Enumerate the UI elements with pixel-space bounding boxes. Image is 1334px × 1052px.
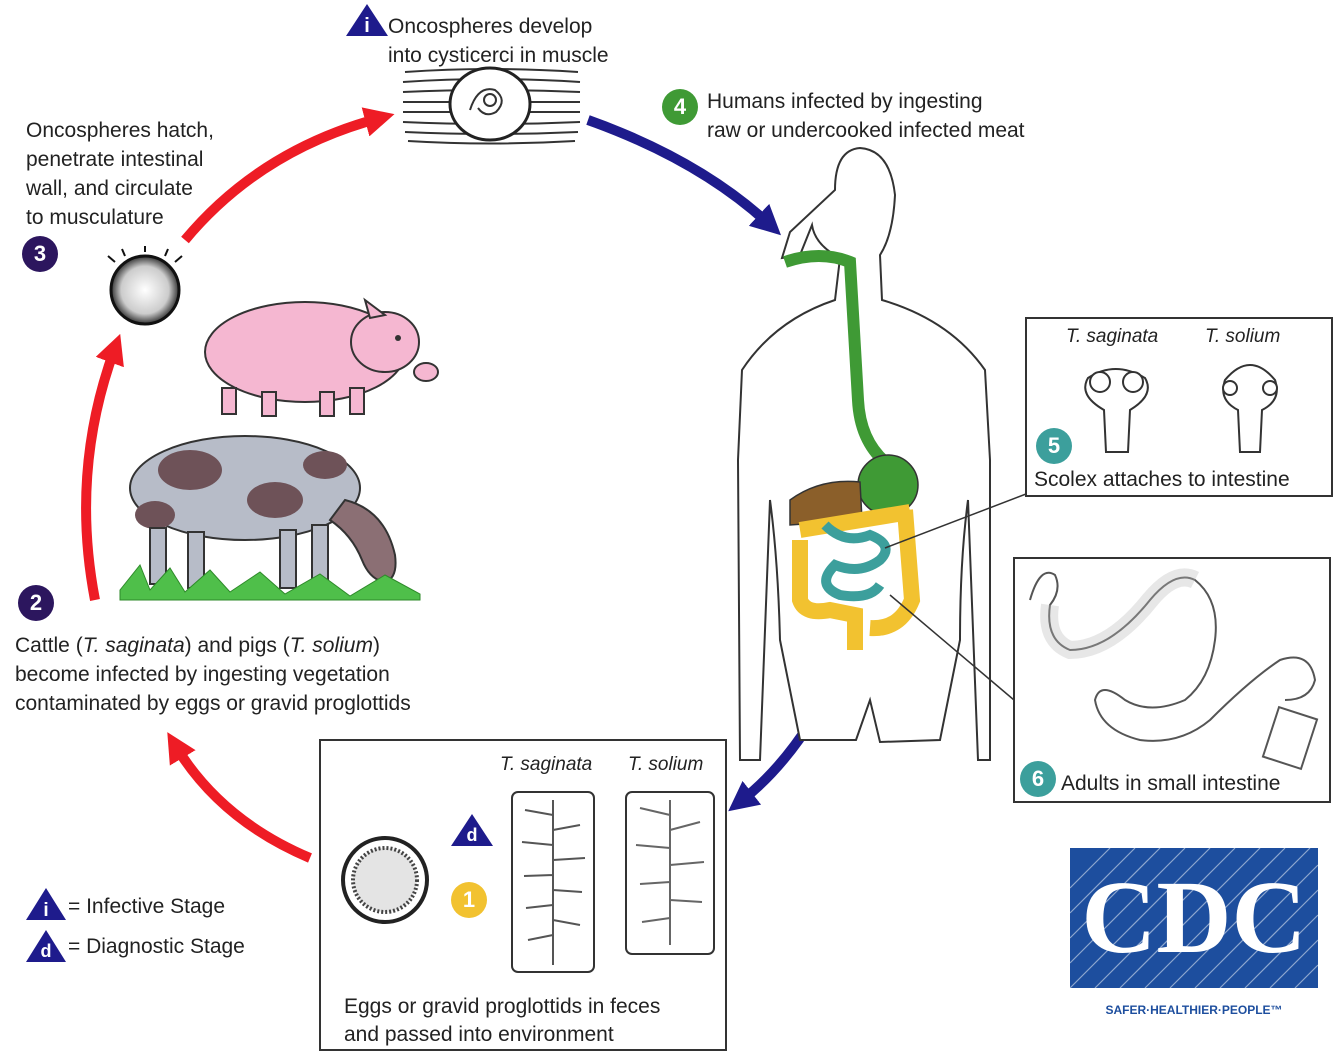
adults-box <box>1013 557 1331 803</box>
stage-4-text-line2: raw or undercooked infected meat <box>707 119 1025 142</box>
stage-3-text-line1: Oncospheres hatch, <box>26 119 214 142</box>
cow-illustration <box>119 435 421 601</box>
stage-6-caption: Adults in small intestine <box>1061 772 1281 795</box>
stage-2-text-line1: Cattle (T. saginata) and pigs (T. solium… <box>15 631 380 660</box>
stage-2-text-line2: become infected by ingesting vegetation <box>15 663 390 686</box>
adult-worm-illustration <box>1029 568 1319 771</box>
stage-2-line1-part-c: ) and pigs ( <box>184 634 290 657</box>
stage-2-species-solium: T. solium <box>289 634 373 657</box>
cdc-logo: CDC SAFER·HEALTHIER·PEOPLE™ <box>1069 847 1319 1017</box>
human-figure-illustration <box>736 146 991 761</box>
cysticercus-in-muscle-illustration <box>402 66 581 145</box>
stage-4-text-line1: Humans infected by ingesting <box>707 90 983 113</box>
stage-2-text-line3: contaminated by eggs or gravid proglotti… <box>15 692 411 715</box>
stage-2-species-saginata: T. saginata <box>82 634 185 657</box>
stage-1-label-solium: T. solium <box>628 754 704 775</box>
stage-2-line1-part-e: ) <box>372 634 380 657</box>
legend-infective-label: = Infective Stage <box>68 895 226 918</box>
stage-3-text-line2: penetrate intestinal <box>26 148 204 171</box>
stage-3-text-line3: wall, and circulate <box>26 177 193 200</box>
stage-5-caption: Scolex attaches to intestine <box>1034 468 1290 491</box>
proglottid-solium-illustration <box>625 791 715 955</box>
red-arrow-2-to-3 <box>81 333 124 601</box>
legend-diagnostic-triangle-letter: d <box>41 941 52 961</box>
cdc-logo-text: CDC <box>1081 860 1306 975</box>
proglottid-saginata-illustration <box>511 791 595 973</box>
stage-1-caption-line2: and passed into environment <box>344 1023 614 1046</box>
infective-stage-triangle <box>346 4 388 36</box>
stage-5-label-solium: T. solium <box>1205 326 1281 347</box>
stage-4-badge: 4 <box>662 89 698 125</box>
oncosphere-illustration <box>107 246 183 326</box>
stage-5-label-saginata: T. saginata <box>1066 326 1159 347</box>
top-stage-text-line2: into cysticerci in muscle <box>388 44 609 67</box>
pig-illustration <box>204 297 439 417</box>
red-arrow-3-to-top <box>181 107 395 244</box>
diagnostic-stage-triangle-s1-letter: d <box>467 825 478 845</box>
stage-3-badge: 3 <box>22 236 58 272</box>
stage-6-badge: 6 <box>1020 761 1056 797</box>
stage-1-caption-line1: Eggs or gravid proglottids in feces <box>344 995 661 1018</box>
top-stage-text-line1: Oncospheres develop <box>388 15 593 38</box>
cdc-tagline: SAFER·HEALTHIER·PEOPLE™ <box>1105 1003 1282 1017</box>
stage-2-line1-part-a: Cattle ( <box>15 634 83 657</box>
legend-diagnostic-triangle <box>26 930 66 962</box>
pointer-line-scolex <box>884 493 1027 549</box>
stage-5-badge: 5 <box>1036 428 1072 464</box>
pointer-line-adults <box>889 594 1015 701</box>
infective-stage-triangle-letter: i <box>364 15 370 37</box>
blue-arrow-top-to-4 <box>586 115 781 236</box>
legend-infective-triangle <box>26 888 66 920</box>
diagnostic-stage-triangle-s1 <box>451 814 493 846</box>
stage-1-badge: 1 <box>451 882 487 918</box>
stage-2-badge: 2 <box>18 585 54 621</box>
stage-1-label-saginata: T. saginata <box>500 754 593 775</box>
egg-illustration <box>341 836 429 924</box>
stage-3-text-line4: to musculature <box>26 206 164 229</box>
scolex-box <box>1025 317 1333 497</box>
scolex-solium-illustration <box>1222 364 1278 453</box>
scolex-saginata-illustration <box>1084 368 1149 453</box>
red-arrow-1-to-2 <box>167 732 312 863</box>
legend-infective-triangle-letter: i <box>43 900 48 921</box>
legend-diagnostic-label: = Diagnostic Stage <box>68 935 245 958</box>
